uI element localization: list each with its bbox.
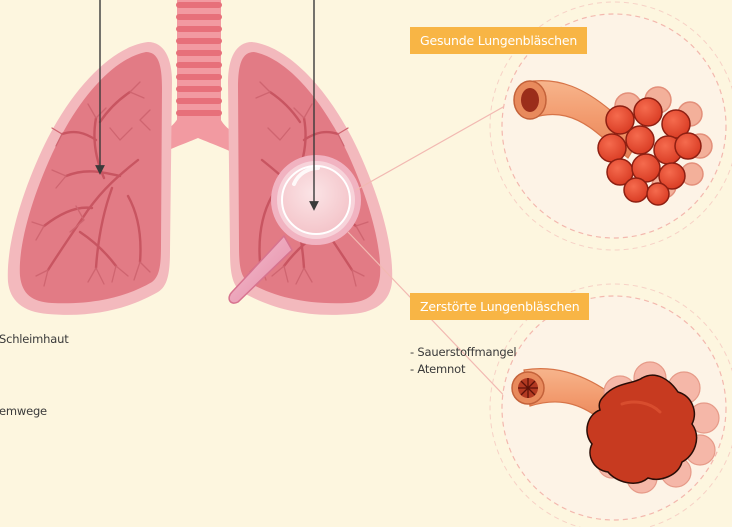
left-note-mucosa: Schleimhaut <box>0 331 69 347</box>
healthy-alveoli-label: Gesunde Lungenbläschen <box>410 27 587 54</box>
destroyed-alveoli-label: Zerstörte Lungenbläschen <box>410 293 589 320</box>
destroyed-alveoli-illustration <box>490 284 732 527</box>
symptom-oxygen-deficiency: - Sauerstoffmangel <box>410 344 516 360</box>
left-lung <box>8 42 172 315</box>
symptom-shortness-of-breath: - Atemnot <box>410 361 465 377</box>
left-note-airways: emwege <box>0 403 47 419</box>
